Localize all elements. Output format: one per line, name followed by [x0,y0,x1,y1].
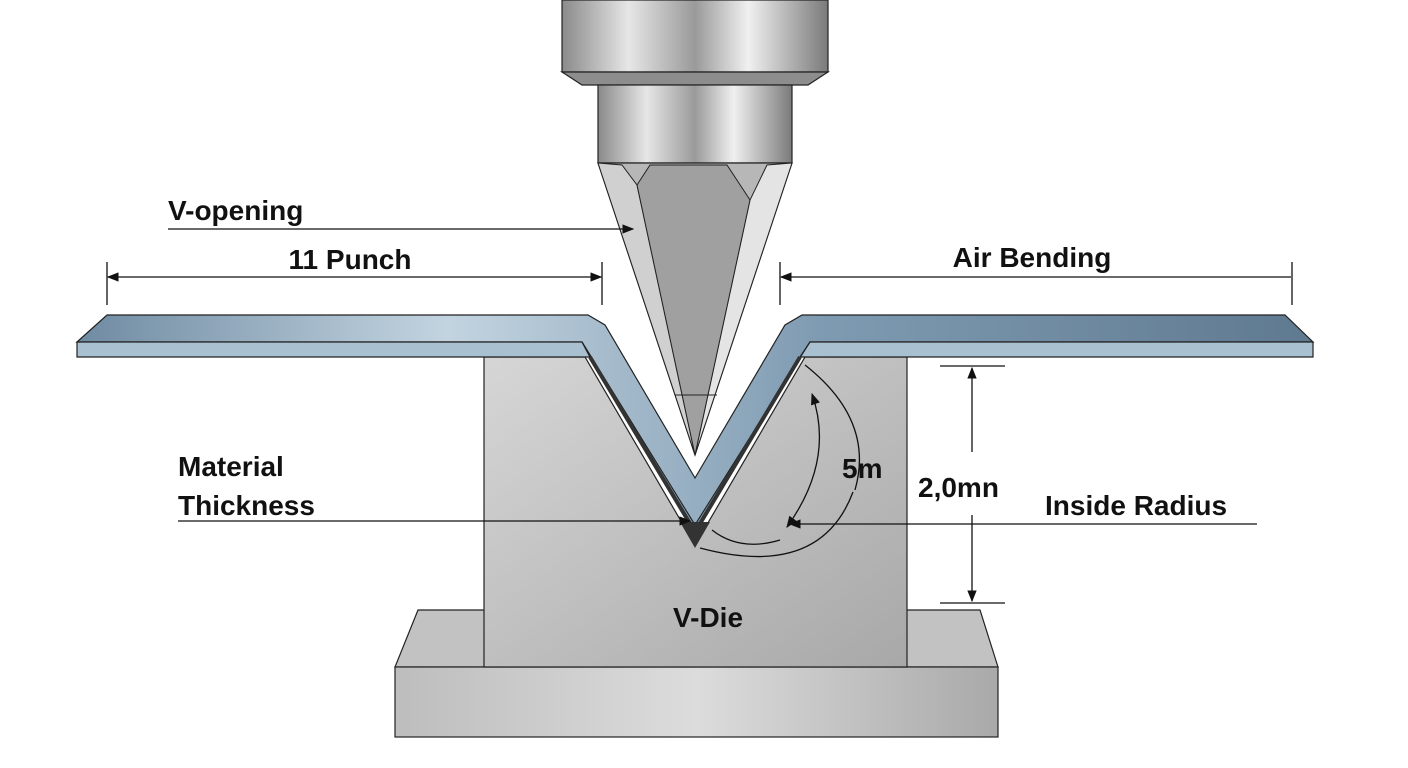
bend-angle-arc-outer-top [804,364,861,491]
height-value-label: 2,0mn [918,472,999,503]
v-die-label: V-Die [673,602,743,633]
inside-radius-label: Inside Radius [1045,490,1227,521]
material-label: Material [178,451,284,482]
sheet-metal [75,314,1315,548]
punch [559,0,831,457]
angle-value-label: 5m [842,453,882,484]
thickness-label: Thickness [178,490,315,521]
inside-radius-arc [711,529,781,545]
v-opening-label: V-opening [168,195,303,226]
air-bending-label: Air Bending [953,242,1112,273]
punch-label: 11 Punch [289,244,412,275]
bend-angle-arc-inner [786,392,821,528]
bend-angle-arc-outer-bottom [699,491,854,558]
